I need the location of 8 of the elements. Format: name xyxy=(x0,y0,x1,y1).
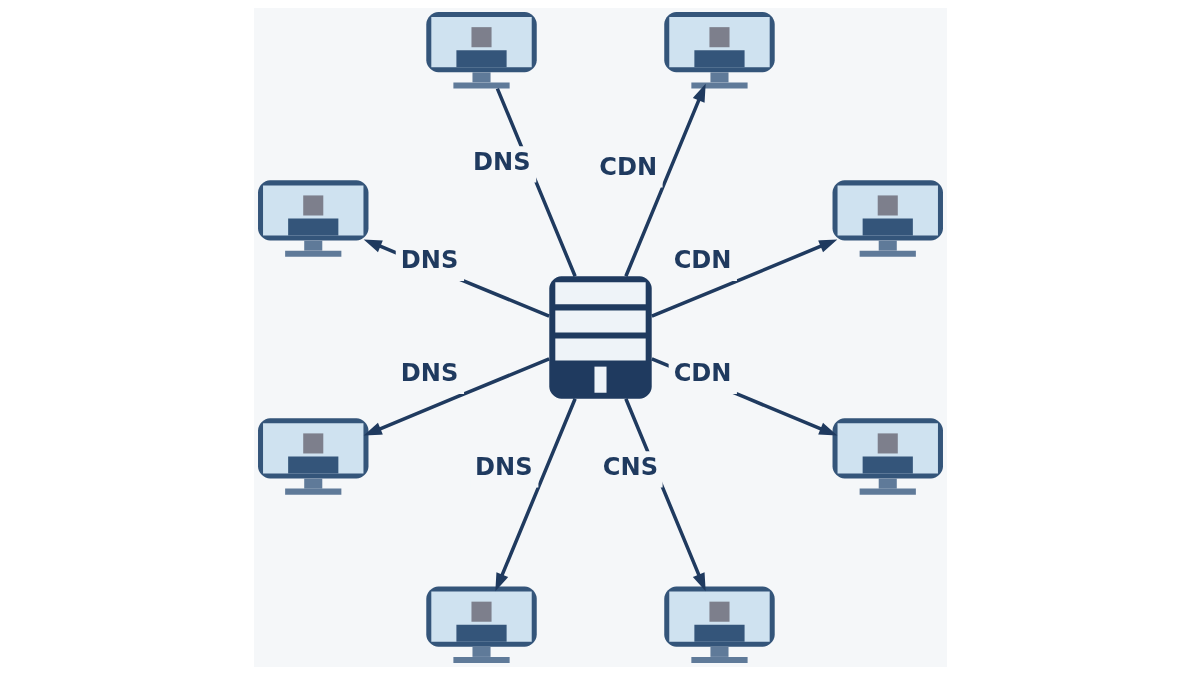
edge-label: DNS xyxy=(400,359,458,388)
edge-label: CDN xyxy=(673,246,732,275)
edge-label: CNS xyxy=(602,452,658,481)
edge-label: DNS xyxy=(472,147,531,176)
edge-label: DNS xyxy=(400,246,458,275)
edge-label: DNS xyxy=(474,452,533,481)
edge-label: CDN xyxy=(673,359,732,388)
edge-label: CDN xyxy=(598,152,657,181)
